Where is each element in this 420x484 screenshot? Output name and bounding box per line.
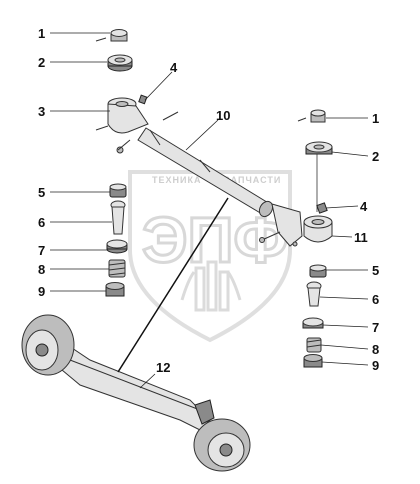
- axle-connection-line: [117, 197, 229, 373]
- callout-11: 11: [354, 230, 368, 245]
- callout-10: 10: [216, 108, 230, 123]
- callout-4-left: 4: [170, 60, 178, 75]
- watermark-shield: [128, 170, 292, 343]
- watermark-buildings: [180, 260, 242, 312]
- callout-4-right: 4: [360, 199, 368, 214]
- bushing-part-7-right: [302, 317, 324, 329]
- cotter-pin-left: [95, 37, 107, 42]
- callout-12: 12: [156, 360, 170, 375]
- callout-8-left: 8: [38, 262, 45, 277]
- callout-3: 3: [38, 104, 45, 119]
- nut-part-1-right: [297, 109, 326, 123]
- callout-2-right: 2: [372, 149, 379, 164]
- spring-part-8-right: [306, 337, 322, 353]
- callout-9-left: 9: [38, 284, 45, 299]
- watermark-top-text: ТЕХНИКА: [152, 175, 201, 185]
- callout-6-right: 6: [372, 292, 379, 307]
- callouts: 1 2 3 4 10 1 2 5 6 7 8 9 4 11 5 6 7 8 9 …: [38, 26, 379, 375]
- callout-1-right: 1: [372, 111, 379, 126]
- nut-part-1-left: [95, 29, 128, 42]
- callout-5-left: 5: [38, 185, 45, 200]
- spring-part-8-left: [108, 259, 126, 278]
- grease-fitting-part-4-right: [316, 202, 328, 214]
- tie-rod-end-part-11: [259, 203, 333, 247]
- callout-7-left: 7: [38, 243, 45, 258]
- seal-part-5-right: [309, 264, 327, 278]
- callout-7-right: 7: [372, 320, 379, 335]
- callout-1-left: 1: [38, 26, 45, 41]
- washer-part-2-right: [305, 141, 333, 155]
- plug-part-9-right: [303, 354, 323, 368]
- bushing-part-7-left: [106, 239, 128, 254]
- plug-part-9-left: [105, 282, 125, 297]
- callout-9-right: 9: [372, 358, 379, 373]
- callout-6-left: 6: [38, 215, 45, 230]
- ball-pin-part-6-left: [110, 200, 126, 235]
- watermark-top-text-right: ЗАПЧАСТИ: [224, 175, 281, 185]
- seal-part-5-left: [109, 183, 127, 198]
- callout-5-right: 5: [372, 263, 379, 278]
- washer-part-2-left: [107, 54, 133, 72]
- leader-lines: [50, 32, 369, 389]
- callout-2-left: 2: [38, 55, 45, 70]
- tie-rod-tube-part-10: [137, 111, 274, 218]
- grease-fitting-part-4-left: [138, 94, 148, 105]
- tie-rod-end-part-3: [95, 97, 149, 154]
- front-axle-part-12: [21, 314, 251, 472]
- ball-pin-part-6-right: [306, 281, 322, 307]
- callout-8-right: 8: [372, 342, 379, 357]
